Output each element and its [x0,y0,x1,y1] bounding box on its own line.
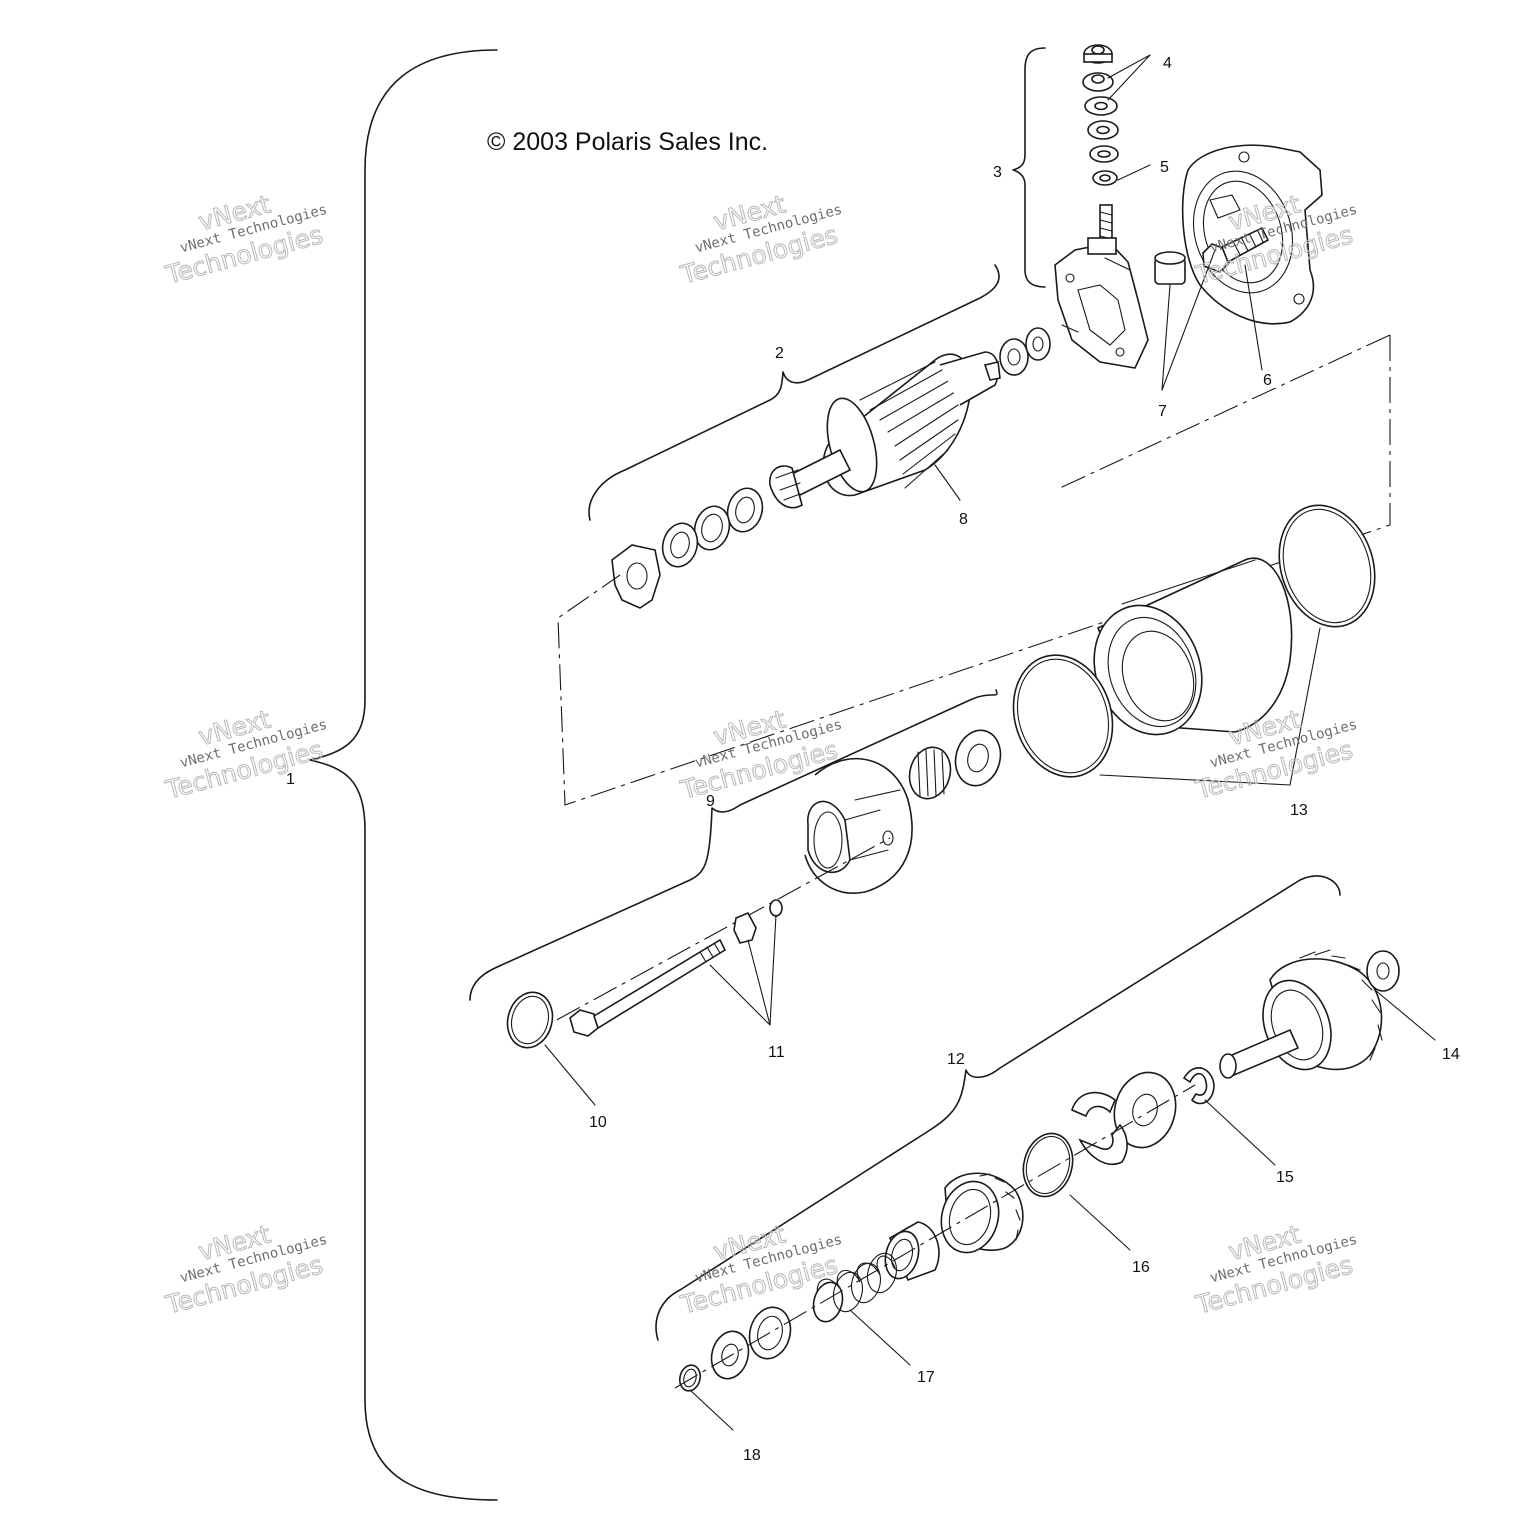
pinion-gear [940,1172,1024,1254]
callout-10: 10 [589,1114,607,1131]
callout-9: 9 [706,793,715,810]
front-housing [804,758,913,894]
bushing [1154,251,1186,285]
alignment-line-upper [1059,334,1391,489]
watermark-1: vNext vNext Technologies Technologies [162,189,329,290]
stop-collar [710,1306,792,1380]
watermark-9: vNext vNext Technologies Technologies [1192,1219,1359,1320]
callout-18: 18 [743,1447,761,1464]
thrust-washer [1113,1071,1177,1149]
front-housing-brace [469,689,998,1001]
circlip [1022,1132,1074,1198]
armature-brace [588,264,1000,521]
brush-plate [1054,237,1149,369]
o-rings [1012,504,1376,778]
front-shims [661,487,764,568]
watermarks: vNext vNext Technologies Technologies vN… [162,189,1359,1320]
watermark-7: vNext vNext Technologies Technologies [162,1219,329,1320]
lock-plate [611,544,661,609]
callout-3: 3 [993,164,1002,181]
callout-7: 7 [1158,403,1167,420]
callout-15: 15 [1276,1169,1294,1186]
copyright-text: © 2003 Polaris Sales Inc. [487,128,768,156]
overrunning-clutch-gear [1219,949,1400,1079]
callout-5: 5 [1160,159,1169,176]
callout-6: 6 [1263,372,1272,389]
split-collar [1071,1091,1128,1165]
axis-line-front [519,837,891,1041]
pinion-sleeve [884,1221,940,1282]
callout-17: 17 [917,1369,935,1386]
retaining-clip [1182,1067,1215,1105]
through-bolt-short [1202,226,1270,273]
callout-14: 14 [1442,1046,1460,1063]
callout-1: 1 [286,771,295,788]
small-clip [678,1364,702,1392]
armature [769,351,1001,509]
callout-11: 11 [768,1044,785,1061]
snap-ring [506,991,554,1049]
axis-line-pinion [674,1084,1196,1389]
needle-bearing [908,729,1002,800]
armature-shims [999,327,1051,376]
return-spring [812,1252,898,1323]
callout-8: 8 [959,511,968,528]
pinion-group-brace [655,875,1341,1341]
brush-holder-brace [1012,47,1046,288]
long-through-bolt [569,899,783,1037]
alignment-line [557,335,1391,806]
callout-13: 13 [1290,802,1308,819]
terminal-nuts-washers [1082,44,1119,246]
callout-numbers: 1 2 3 4 5 6 7 8 9 10 11 12 13 14 15 16 1… [286,55,1460,1464]
yoke-housing [1093,557,1293,736]
callout-2: 2 [775,345,784,362]
watermark-4: vNext vNext Technologies Technologies [162,704,329,805]
assembly-brace [309,49,498,1501]
callout-12: 12 [947,1051,965,1068]
callout-16: 16 [1132,1259,1150,1276]
watermark-2: vNext vNext Technologies Technologies [677,189,844,290]
leader-lines [544,54,1436,1431]
callout-4: 4 [1163,55,1172,72]
